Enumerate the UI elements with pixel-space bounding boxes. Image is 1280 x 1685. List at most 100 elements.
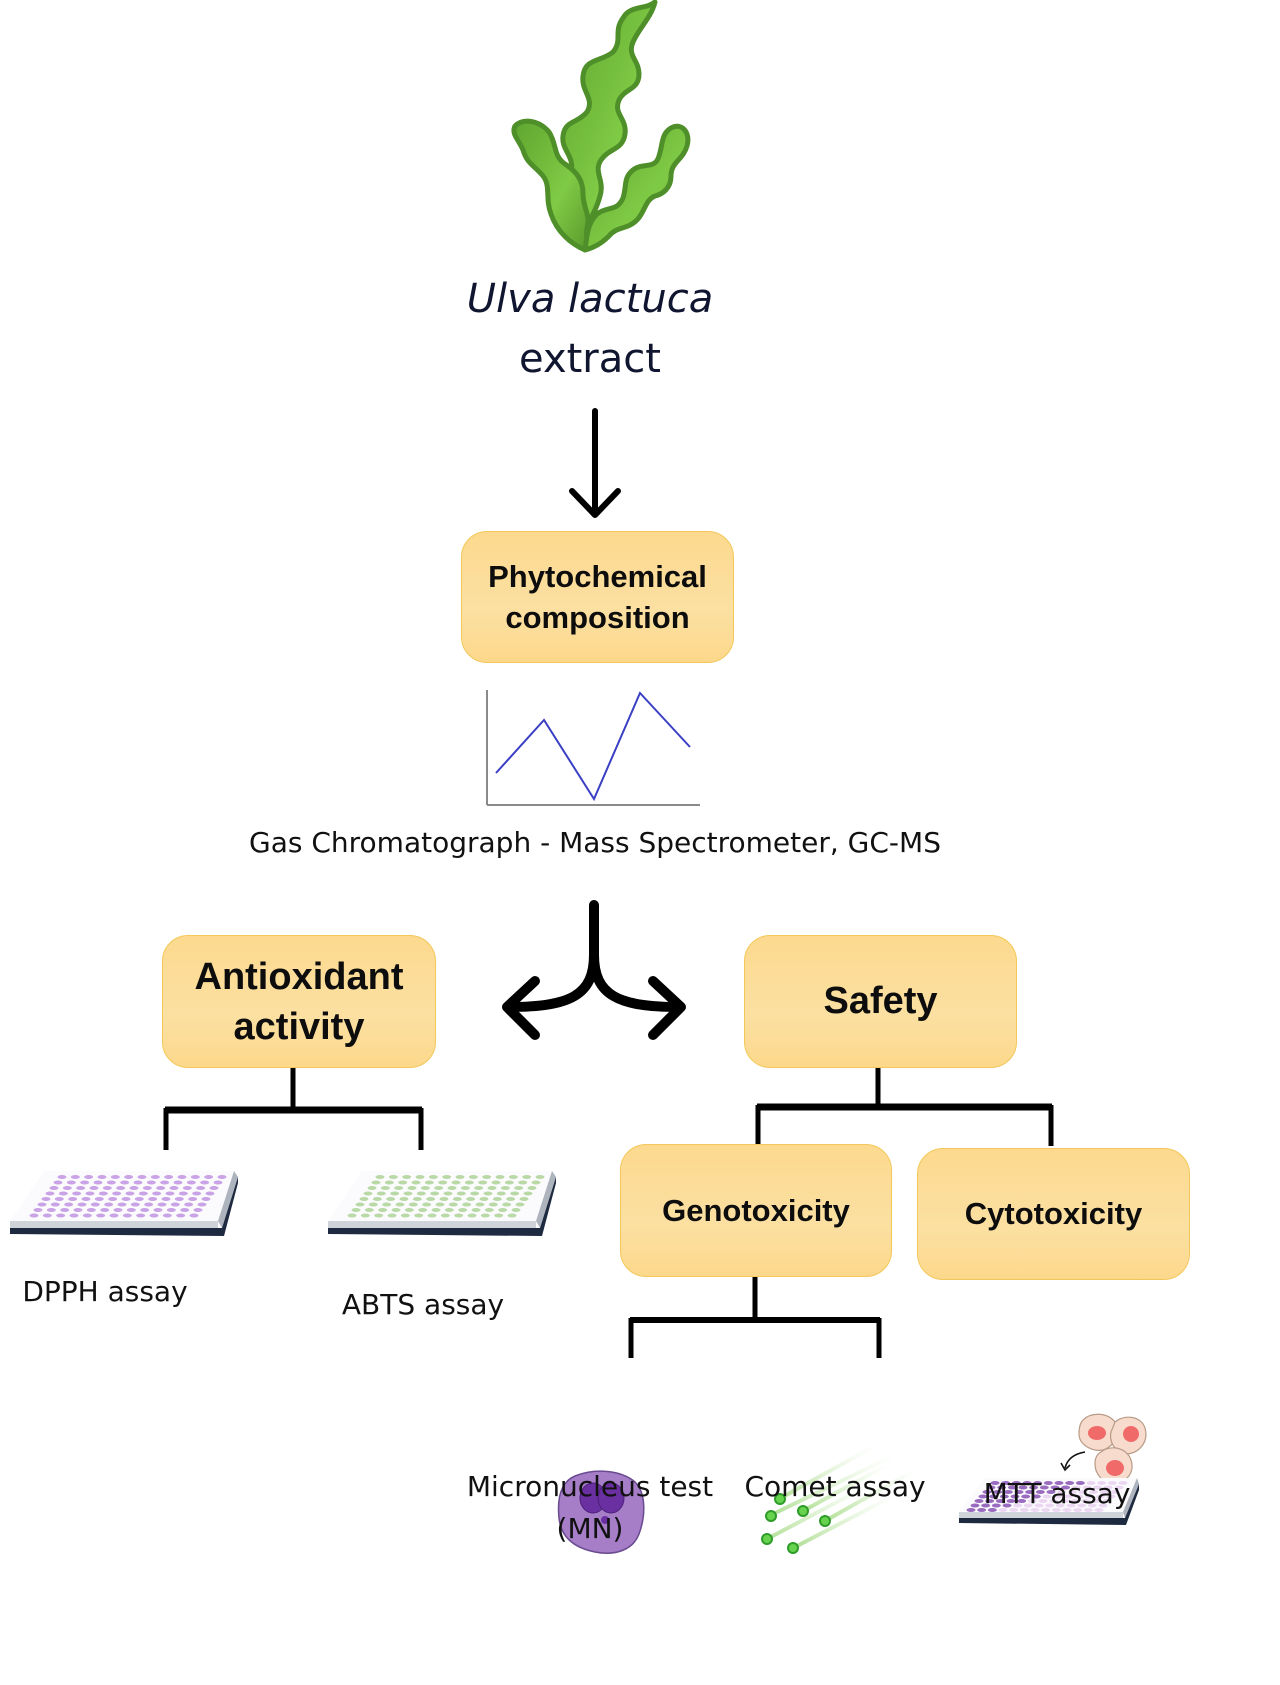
well: [1057, 1490, 1067, 1494]
well: [205, 1191, 215, 1196]
well: [380, 1186, 390, 1190]
well: [471, 1208, 481, 1212]
well: [1051, 1508, 1061, 1512]
well: [970, 1503, 980, 1508]
well: [69, 1213, 79, 1218]
comet-icon: [761, 1445, 919, 1554]
well: [412, 1197, 422, 1201]
well: [444, 1208, 454, 1212]
well: [426, 1197, 436, 1201]
well-plate-icon: [10, 1171, 238, 1236]
well: [57, 1175, 67, 1179]
well: [66, 1180, 76, 1185]
well: [1039, 1485, 1049, 1490]
well: [439, 1197, 449, 1201]
well: [451, 1180, 461, 1185]
well: [475, 1202, 485, 1207]
well: [999, 1494, 1009, 1499]
well: [368, 1202, 378, 1207]
well: [1041, 1508, 1051, 1512]
well: [100, 1208, 110, 1212]
well: [515, 1202, 525, 1207]
well: [201, 1197, 211, 1201]
comet-head: [765, 1510, 777, 1522]
well: [160, 1180, 170, 1185]
well: [466, 1197, 476, 1201]
split-arrow-icon: [502, 900, 686, 1040]
well: [121, 1197, 131, 1201]
well: [1114, 1485, 1124, 1490]
well: [1038, 1499, 1048, 1503]
well: [1094, 1508, 1104, 1512]
well: [102, 1186, 112, 1190]
well: [49, 1186, 59, 1190]
comet-head: [761, 1533, 773, 1545]
well: [483, 1191, 493, 1196]
well: [180, 1208, 190, 1212]
well: [62, 1186, 72, 1190]
well: [367, 1186, 377, 1190]
well: [514, 1186, 524, 1190]
cells: [1078, 1413, 1147, 1485]
well: [1095, 1494, 1105, 1499]
well: [1091, 1499, 1101, 1503]
well: [404, 1208, 414, 1212]
abts-assay-label: ABTS assay: [341, 1288, 505, 1321]
well: [124, 1175, 134, 1179]
safety-box: Safety: [744, 935, 1017, 1068]
species-name: Ulva lactuca: [466, 276, 714, 322]
well: [387, 1213, 397, 1218]
abts-wells: [347, 1175, 545, 1218]
well: [120, 1180, 130, 1185]
comet-assay-label: Comet assay: [744, 1470, 926, 1503]
well: [518, 1180, 528, 1185]
well: [125, 1191, 135, 1196]
well: [190, 1175, 200, 1179]
well: [196, 1186, 206, 1190]
well: [1014, 1490, 1024, 1494]
dpph-wells: [29, 1175, 227, 1218]
well: [149, 1213, 159, 1218]
well: [1082, 1485, 1092, 1490]
well: [535, 1175, 545, 1179]
well: [374, 1213, 384, 1218]
well: [359, 1197, 369, 1201]
well: [391, 1208, 401, 1212]
well: [1022, 1481, 1032, 1485]
antioxidant-line1: Antioxidant: [194, 955, 404, 998]
mtt-wells: [966, 1481, 1128, 1512]
chart-line: [495, 691, 691, 802]
comet-head: [797, 1505, 809, 1517]
well: [96, 1213, 106, 1218]
well: [1006, 1499, 1016, 1503]
well: [399, 1197, 409, 1201]
well: [456, 1191, 466, 1196]
well: [106, 1180, 116, 1185]
well: [1045, 1503, 1055, 1508]
well: [527, 1186, 537, 1190]
well: [204, 1175, 214, 1179]
well: [455, 1175, 465, 1179]
well: [45, 1191, 55, 1196]
well: [997, 1485, 1007, 1490]
well: [193, 1208, 203, 1212]
well: [989, 1494, 999, 1499]
well: [1103, 1485, 1113, 1490]
well: [411, 1180, 421, 1185]
well: [388, 1175, 398, 1179]
well: [217, 1175, 227, 1179]
line-chart-icon: [486, 690, 700, 806]
cytotoxicity-label: Cytotoxicity: [964, 1196, 1143, 1231]
well: [403, 1191, 413, 1196]
well: [54, 1197, 64, 1201]
well: [1102, 1499, 1112, 1503]
cytotoxicity-box: Cytotoxicity: [917, 1148, 1190, 1280]
gcms-label: Gas Chromatograph - Mass Spectrometer, G…: [249, 826, 941, 859]
well: [41, 1197, 51, 1201]
well: [177, 1175, 187, 1179]
well: [1042, 1494, 1052, 1499]
well: [200, 1180, 210, 1185]
safety-label: Safety: [823, 980, 938, 1022]
well: [144, 1202, 154, 1207]
